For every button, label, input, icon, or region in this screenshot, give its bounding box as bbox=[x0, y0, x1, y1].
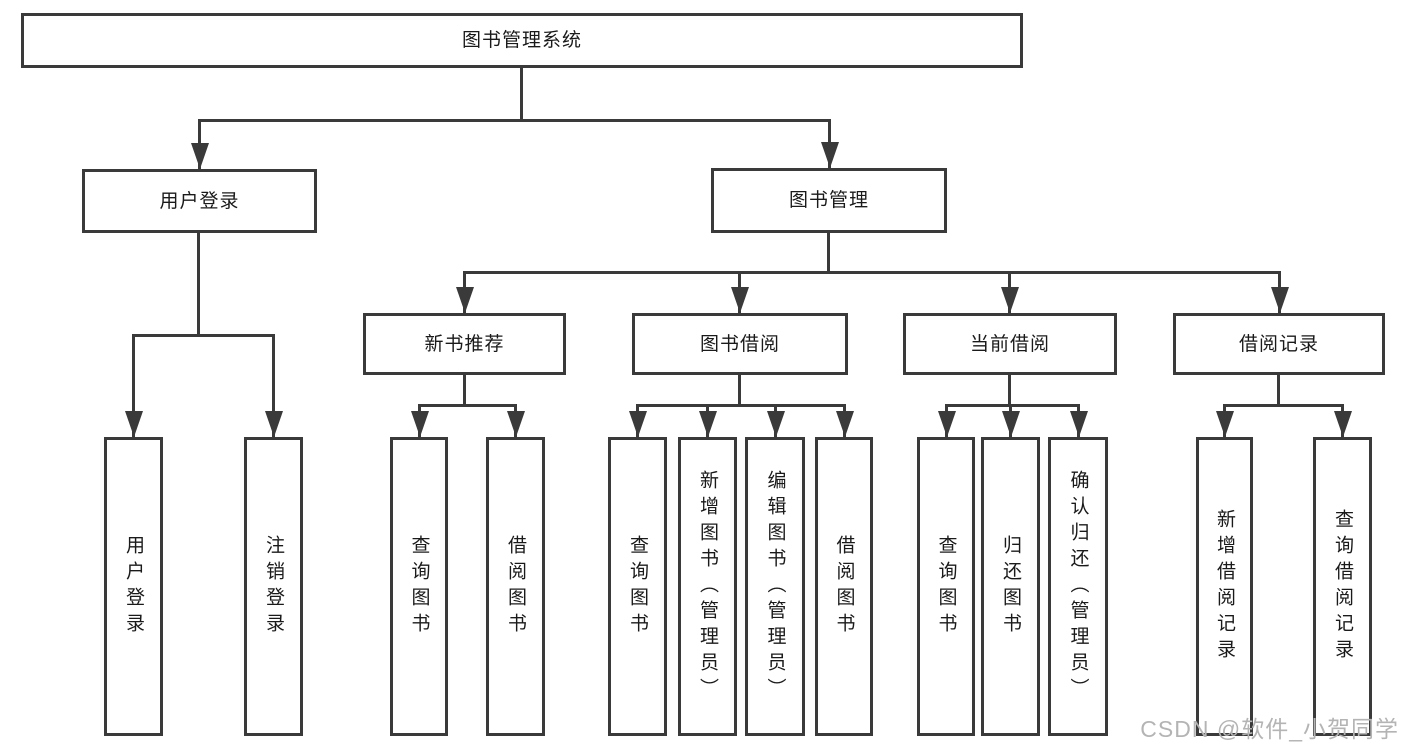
connector-book-borrow-branch bbox=[636, 404, 846, 407]
connector-current-borrow-trunk bbox=[1008, 375, 1011, 406]
leaf-return-books: 归还图书 bbox=[981, 437, 1040, 736]
arrow-to-leaf-query-books-3 bbox=[937, 404, 956, 437]
arrow-to-leaf-borrow-books-1 bbox=[506, 404, 525, 437]
node-current-borrow: 当前借阅 bbox=[903, 313, 1117, 375]
connector-root-trunk bbox=[520, 68, 523, 121]
arrow-to-user-login-branch bbox=[190, 119, 209, 169]
arrow-to-leaf-return-books bbox=[1001, 404, 1020, 437]
leaf-logout: 注销登录 bbox=[244, 437, 303, 736]
arrow-to-leaf-logout bbox=[264, 334, 283, 437]
arrow-to-leaf-query-borrow-record bbox=[1333, 404, 1352, 437]
connector-new-book-rec-trunk bbox=[463, 375, 466, 406]
connector-book-mgmt-branch bbox=[464, 271, 1281, 274]
arrow-to-leaf-add-borrow-record bbox=[1215, 404, 1234, 437]
arrow-to-current-borrow bbox=[1000, 271, 1019, 313]
arrow-to-book-mgmt-branch bbox=[820, 119, 839, 168]
leaf-query-borrow-record: 查询借阅记录 bbox=[1313, 437, 1372, 736]
leaf-borrow-books-2: 借阅图书 bbox=[815, 437, 873, 736]
connector-book-borrow-trunk bbox=[738, 375, 741, 406]
node-borrow-records: 借阅记录 bbox=[1173, 313, 1385, 375]
leaf-edit-books-admin: 编辑图书（管理员） bbox=[745, 437, 805, 736]
leaf-user-login: 用户登录 bbox=[104, 437, 163, 736]
connector-borrow-records-trunk bbox=[1277, 375, 1280, 406]
arrow-to-new-book-rec bbox=[455, 271, 474, 313]
node-branch-user-login: 用户登录 bbox=[82, 169, 317, 233]
connector-current-borrow-branch bbox=[945, 404, 1080, 407]
connector-new-book-rec-branch bbox=[418, 404, 517, 407]
node-book-borrow: 图书借阅 bbox=[632, 313, 848, 375]
leaf-query-books-2: 查询图书 bbox=[608, 437, 667, 736]
leaf-add-books-admin: 新增图书（管理员） bbox=[678, 437, 737, 736]
arrow-to-leaf-edit-books-admin bbox=[766, 404, 785, 437]
leaf-borrow-books-1: 借阅图书 bbox=[486, 437, 545, 736]
csdn-watermark: CSDN @软件_小贺同学 bbox=[1140, 716, 1399, 742]
arrow-to-leaf-query-books-2 bbox=[628, 404, 647, 437]
arrow-to-leaf-add-books-admin bbox=[698, 404, 717, 437]
arrow-to-leaf-confirm-return-admin bbox=[1069, 404, 1088, 437]
node-branch-book-mgmt: 图书管理 bbox=[711, 168, 947, 233]
arrow-to-borrow-records bbox=[1270, 271, 1289, 313]
leaf-confirm-return-admin: 确认归还（管理员） bbox=[1048, 437, 1108, 736]
connector-user-login-branch bbox=[132, 334, 275, 337]
arrow-to-leaf-query-books-1 bbox=[410, 404, 429, 437]
arrow-to-leaf-borrow-books-2 bbox=[835, 404, 854, 437]
connector-root-branch bbox=[198, 119, 831, 122]
connector-book-mgmt-trunk bbox=[827, 233, 830, 273]
leaf-add-borrow-record: 新增借阅记录 bbox=[1196, 437, 1253, 736]
connector-user-login-trunk bbox=[197, 233, 200, 335]
leaf-query-books-1: 查询图书 bbox=[390, 437, 448, 736]
arrow-to-leaf-user-login bbox=[124, 334, 143, 437]
node-new-book-rec: 新书推荐 bbox=[363, 313, 566, 375]
leaf-query-books-3: 查询图书 bbox=[917, 437, 975, 736]
arrow-to-book-borrow bbox=[730, 271, 749, 313]
node-root: 图书管理系统 bbox=[21, 13, 1023, 68]
connector-borrow-records-branch bbox=[1223, 404, 1344, 407]
